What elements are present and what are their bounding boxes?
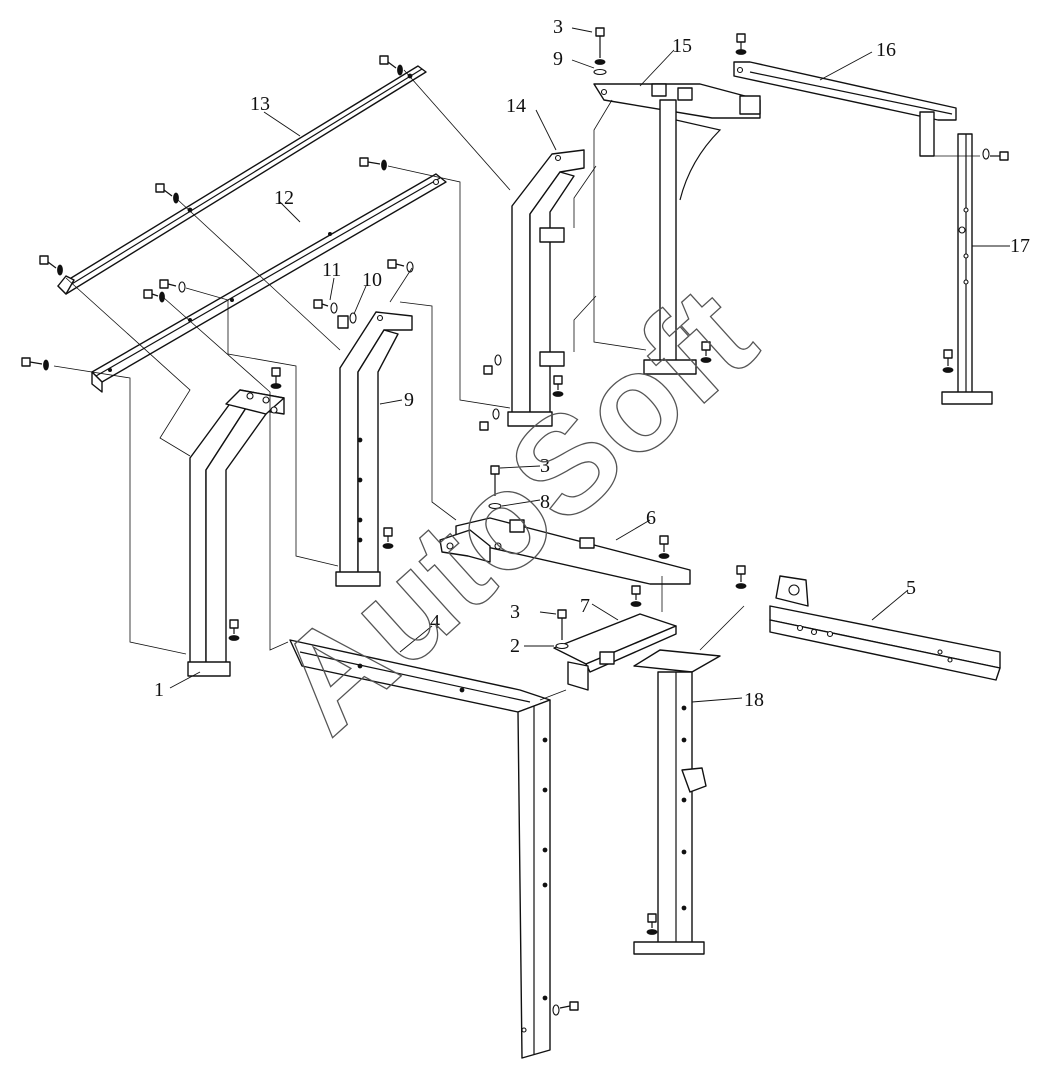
bolt-icon bbox=[359, 157, 387, 171]
bolt-icon bbox=[228, 619, 240, 641]
bolt-icon bbox=[483, 354, 502, 375]
bracket-16 bbox=[593, 83, 761, 375]
bolt-icon bbox=[942, 349, 954, 373]
post-6 bbox=[633, 649, 721, 955]
callout-12: 11 bbox=[322, 259, 341, 281]
frame-4 bbox=[289, 639, 551, 1059]
column-10 bbox=[335, 311, 413, 587]
callout-3: 3 bbox=[553, 16, 563, 38]
column-1 bbox=[187, 389, 285, 677]
bolt-icon bbox=[270, 367, 282, 389]
bolt-icon bbox=[387, 259, 414, 273]
bolt-icon bbox=[658, 535, 670, 559]
callout-18: 17 bbox=[1010, 235, 1030, 257]
callout-13: 12 bbox=[274, 187, 294, 209]
bolt-icon bbox=[552, 1001, 579, 1016]
callout-17: 16 bbox=[876, 39, 896, 61]
assembly-lines bbox=[53, 69, 980, 701]
callout-9: 8 bbox=[540, 491, 550, 513]
bolt-icon bbox=[735, 565, 747, 589]
leader-lines bbox=[169, 27, 1010, 703]
bolt-icon bbox=[700, 341, 712, 363]
nut-icon bbox=[337, 312, 357, 329]
bracket-5 bbox=[553, 613, 677, 691]
callout-14: 13 bbox=[250, 93, 270, 115]
bolt-icon bbox=[155, 183, 179, 204]
callout-1: 1 bbox=[154, 679, 164, 701]
callout-4: 4 bbox=[430, 611, 440, 633]
bolt-icon bbox=[982, 148, 1009, 161]
post-18 bbox=[941, 133, 993, 405]
rail-14 bbox=[57, 65, 427, 295]
bolt-icon bbox=[313, 299, 338, 314]
callout-7: 5 bbox=[906, 577, 916, 599]
callout-6: 18 bbox=[744, 689, 764, 711]
bolt-icon bbox=[646, 913, 658, 935]
rail-7 bbox=[769, 575, 1001, 681]
bolt-icon bbox=[159, 279, 186, 293]
bar-17 bbox=[733, 61, 957, 157]
callout-3: 3 bbox=[540, 455, 550, 477]
plate-8 bbox=[439, 517, 691, 585]
callout-10: 9 bbox=[404, 389, 414, 411]
column-15 bbox=[507, 149, 585, 427]
callout-11: 10 bbox=[362, 269, 382, 291]
callout-2: 2 bbox=[510, 635, 520, 657]
bolt-icon bbox=[143, 289, 165, 303]
bolt-icon bbox=[488, 465, 502, 510]
callout-3: 3 bbox=[510, 601, 520, 623]
bolt-icon bbox=[735, 33, 747, 55]
bolt-icon bbox=[21, 357, 49, 371]
bolt-icon bbox=[382, 527, 394, 549]
callout-9: 9 bbox=[553, 48, 563, 70]
callout-labels: 3 9 15 16 14 13 12 11 10 9 17 3 8 6 5 7 … bbox=[154, 16, 1030, 711]
bolt-icon bbox=[552, 375, 564, 397]
bolt-icon bbox=[39, 255, 63, 276]
bolt-icon bbox=[593, 27, 607, 76]
bolt-icon bbox=[555, 609, 569, 650]
callout-15: 14 bbox=[506, 95, 526, 117]
callout-16: 15 bbox=[672, 35, 692, 57]
callout-5: 7 bbox=[580, 595, 590, 617]
callout-8: 6 bbox=[646, 507, 656, 529]
bolt-icon bbox=[630, 585, 642, 607]
fasteners bbox=[21, 27, 1009, 1016]
bolt-icon bbox=[479, 408, 500, 431]
rail-13 bbox=[91, 173, 447, 393]
bolt-icon bbox=[379, 55, 403, 76]
